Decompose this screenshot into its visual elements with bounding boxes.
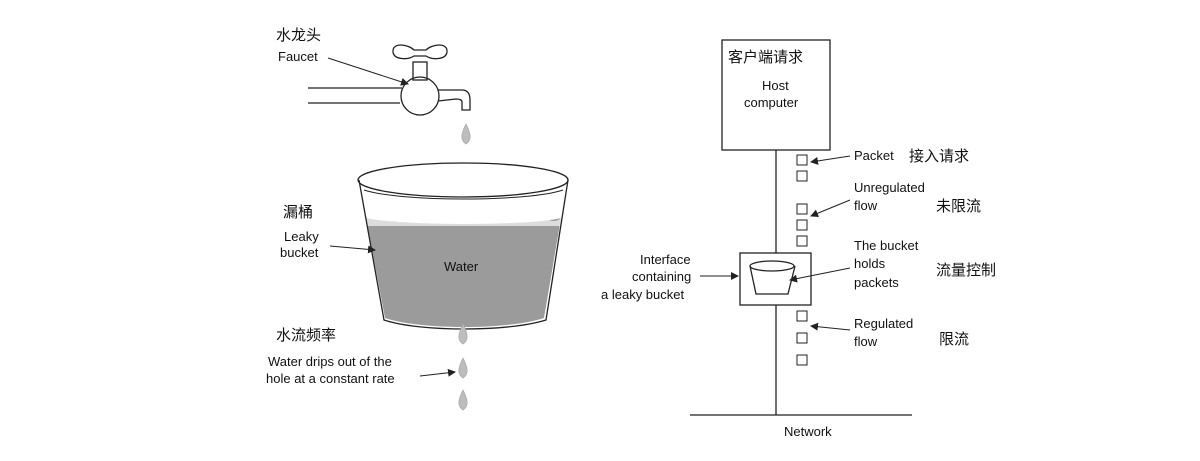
unreg-arrow (810, 199, 851, 218)
packet-6 (796, 310, 808, 322)
host-en-label-2: computer (744, 95, 799, 110)
packet-7 (796, 332, 808, 344)
water-drop-2 (458, 357, 468, 379)
rate-en-label-2: hole at a constant rate (266, 371, 395, 386)
reg-label-1: Regulated (854, 316, 913, 331)
interface-box (739, 252, 812, 306)
rate-arrow (419, 368, 456, 377)
faucet-illustration (308, 44, 471, 116)
faucet-en-label: Faucet (278, 49, 318, 64)
host-cn-label: 客户端请求 (728, 48, 803, 66)
network-label: Network (784, 424, 832, 439)
water-drop-top (461, 123, 471, 145)
unreg-label-1: Unregulated (854, 180, 925, 195)
bucket-cn-label: 漏桶 (283, 203, 313, 221)
host-en-label-1: Host (762, 78, 789, 93)
reg-arrow (810, 322, 851, 331)
packet-8 (796, 354, 808, 366)
unreg-cn-label: 未限流 (936, 197, 981, 215)
bucket-en-label-1: Leaky (284, 229, 319, 244)
bucket-arrow (329, 245, 376, 254)
packet-3 (796, 203, 808, 215)
packets-regulated (796, 310, 808, 366)
packet-4 (796, 219, 808, 231)
interface-label-1: Interface (640, 252, 691, 267)
unreg-label-2: flow (854, 198, 878, 213)
packet-2 (796, 170, 808, 182)
reg-cn-label: 限流 (939, 330, 969, 348)
bucket-en-label-2: bucket (280, 245, 319, 260)
holds-cn-label: 流量控制 (936, 261, 996, 279)
leaky-bucket-illustration (357, 162, 569, 330)
interface-label-2: containing (632, 269, 691, 284)
rate-en-label-1: Water drips out of the (268, 354, 392, 369)
packet-1 (796, 154, 808, 166)
packet-cn-label: 接入请求 (909, 147, 969, 165)
packet-arrow (810, 155, 851, 165)
reg-label-2: flow (854, 334, 878, 349)
faucet-arrow (327, 57, 409, 86)
holds-label-3: packets (854, 275, 899, 290)
water-drop-3 (458, 389, 468, 411)
faucet-cn-label: 水龙头 (276, 26, 321, 44)
rate-cn-label: 水流频率 (276, 326, 336, 344)
holds-arrow (789, 267, 851, 283)
interface-label-3: a leaky bucket (601, 287, 684, 302)
packet-5 (796, 235, 808, 247)
water-label: Water (444, 259, 479, 274)
holds-label-1: The bucket (854, 238, 919, 253)
packet-label: Packet (854, 148, 894, 163)
packets-unregulated (796, 154, 808, 247)
water-drop-1 (458, 323, 468, 345)
holds-label-2: holds (854, 256, 886, 271)
